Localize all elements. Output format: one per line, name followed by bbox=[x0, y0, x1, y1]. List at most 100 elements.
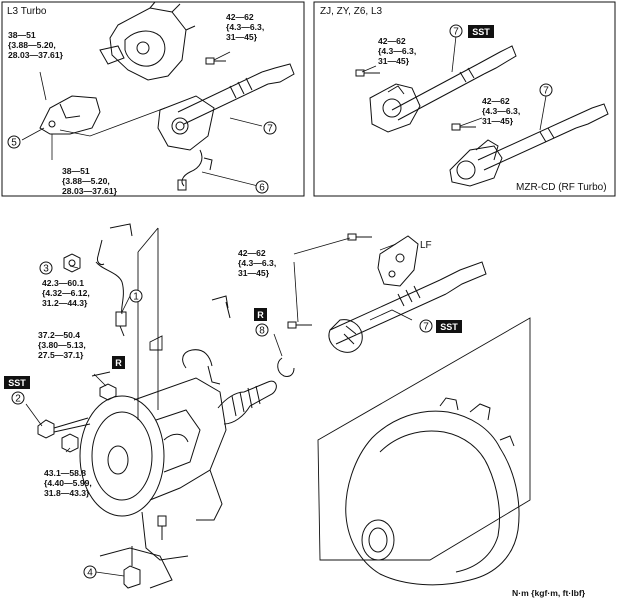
svg-text:R: R bbox=[115, 358, 122, 368]
svg-text:R: R bbox=[257, 310, 264, 320]
torque-zj-b: 42—62 {4.3—6.3, 31—45} bbox=[482, 96, 520, 126]
driveshaft-lf bbox=[328, 235, 487, 353]
tie-rod-2 bbox=[37, 417, 91, 439]
svg-text:SST: SST bbox=[8, 378, 26, 388]
nut-lower bbox=[61, 433, 79, 453]
hub-knuckle bbox=[79, 377, 227, 561]
upper-housing bbox=[99, 1, 196, 81]
svg-text:31—45}: 31—45} bbox=[226, 32, 258, 42]
svg-text:SST: SST bbox=[472, 27, 490, 37]
support-bracket bbox=[39, 95, 101, 135]
svg-text:37.2—50.4: 37.2—50.4 bbox=[38, 330, 80, 340]
svg-text:38—51: 38—51 bbox=[62, 166, 90, 176]
torque-main-item3: 42.3—60.1 {4.32—6.12, 31.2—44.3} bbox=[42, 278, 90, 308]
replace-badge-nut: R bbox=[112, 356, 125, 369]
units-label: N·m {kgf·m, ft·lbf} bbox=[512, 588, 586, 598]
harness-6 bbox=[177, 149, 213, 191]
svg-text:5: 5 bbox=[11, 138, 17, 149]
callout-1: 1 bbox=[129, 289, 143, 303]
svg-text:{3.88—5.20,: {3.88—5.20, bbox=[8, 40, 56, 50]
castle-nut bbox=[91, 371, 117, 401]
panel-l3-turbo: L3 Turbo bbox=[1, 1, 305, 197]
sst-badge-zj: SST bbox=[468, 25, 494, 38]
nut-3 bbox=[63, 253, 81, 273]
svg-text:{4.40—5.99,: {4.40—5.99, bbox=[44, 478, 92, 488]
callout-3: 3 bbox=[39, 261, 53, 275]
svg-text:28.03—37.61}: 28.03—37.61} bbox=[8, 50, 64, 60]
bolt-lower-center bbox=[157, 515, 167, 540]
callout-8: 8 bbox=[255, 323, 269, 337]
svg-text:42—62: 42—62 bbox=[378, 36, 406, 46]
callout-7-main: 7 bbox=[419, 319, 433, 333]
svg-text:7: 7 bbox=[453, 27, 459, 38]
svg-text:31—45}: 31—45} bbox=[378, 56, 410, 66]
svg-text:7: 7 bbox=[267, 124, 273, 135]
sst-badge-main: SST bbox=[436, 320, 462, 333]
cv-boot bbox=[217, 380, 277, 425]
strut-outline bbox=[137, 227, 163, 420]
svg-text:2: 2 bbox=[15, 394, 21, 405]
svg-text:7: 7 bbox=[423, 322, 429, 333]
callout-7-l3: 7 bbox=[263, 121, 277, 135]
svg-text:SST: SST bbox=[440, 322, 458, 332]
abs-harness-1 bbox=[95, 223, 133, 337]
callout-7-zj-lower: 7 bbox=[539, 83, 553, 97]
svg-text:6: 6 bbox=[259, 183, 265, 194]
replace-badge-top: R bbox=[254, 308, 267, 321]
svg-text:42.3—60.1: 42.3—60.1 bbox=[42, 278, 84, 288]
callout-4: 4 bbox=[83, 565, 97, 579]
svg-text:31—45}: 31—45} bbox=[482, 116, 514, 126]
bolt-zj-lower bbox=[451, 123, 476, 131]
panel-zj-group: ZJ, ZY, Z6, L3 bbox=[313, 1, 616, 197]
circlip-8 bbox=[277, 357, 295, 377]
brake-hose bbox=[182, 295, 231, 385]
shaft-lower bbox=[449, 103, 609, 187]
svg-text:31.2—44.3}: 31.2—44.3} bbox=[42, 298, 88, 308]
svg-text:1: 1 bbox=[133, 292, 139, 303]
panel-title: L3 Turbo bbox=[7, 6, 47, 17]
callout-5: 5 bbox=[7, 135, 21, 149]
callout-2: 2 bbox=[11, 391, 25, 405]
shaft-upper bbox=[369, 45, 517, 133]
caption-mzr-cd: MZR-CD (RF Turbo) bbox=[516, 182, 607, 193]
torque-main-nut: 37.2—50.4 {3.80—5.13, 27.5—37.1} bbox=[38, 330, 86, 360]
svg-text:{3.80—5.13,: {3.80—5.13, bbox=[38, 340, 86, 350]
bolt-lf-bottom bbox=[287, 321, 312, 329]
svg-text:{4.32—6.12,: {4.32—6.12, bbox=[42, 288, 90, 298]
torque-l3-mid: 42—62 {4.3—6.3, 31—45} bbox=[226, 12, 264, 42]
joint-housing bbox=[157, 95, 215, 151]
svg-text:31—45}: 31—45} bbox=[238, 268, 270, 278]
torque-main-item2: 43.1—58.8 {4.40—5.99, 31.8—43.3} bbox=[44, 468, 92, 498]
transaxle-case bbox=[317, 317, 531, 586]
svg-text:28.03—37.61}: 28.03—37.61} bbox=[62, 186, 118, 196]
bolt-zj-upper bbox=[355, 69, 380, 77]
svg-text:38—51: 38—51 bbox=[8, 30, 36, 40]
svg-text:{3.88—5.20,: {3.88—5.20, bbox=[62, 176, 110, 186]
svg-text:{4.3—6.3,: {4.3—6.3, bbox=[238, 258, 276, 268]
svg-text:43.1—58.8: 43.1—58.8 bbox=[44, 468, 86, 478]
lf-label: LF bbox=[420, 240, 432, 251]
torque-zj-a: 42—62 {4.3—6.3, 31—45} bbox=[378, 36, 416, 66]
svg-text:31.8—43.3}: 31.8—43.3} bbox=[44, 488, 90, 498]
svg-text:42—62: 42—62 bbox=[226, 12, 254, 22]
sst-badge-left: SST bbox=[4, 376, 30, 389]
torque-l3-bottom: 38—51 {3.88—5.20, 28.03—37.61} bbox=[62, 166, 118, 196]
torque-l3-left: 38—51 {3.88—5.20, 28.03—37.61} bbox=[8, 30, 64, 60]
svg-text:3: 3 bbox=[43, 264, 49, 275]
svg-text:{4.3—6.3,: {4.3—6.3, bbox=[482, 106, 520, 116]
panel-title: ZJ, ZY, Z6, L3 bbox=[320, 6, 382, 17]
svg-text:{4.3—6.3,: {4.3—6.3, bbox=[378, 46, 416, 56]
leaders-zj bbox=[361, 35, 547, 131]
ball-joint-4 bbox=[99, 546, 173, 589]
bolt-lf-top bbox=[347, 233, 372, 241]
callout-6: 6 bbox=[255, 180, 269, 194]
leaders-l3 bbox=[21, 51, 263, 187]
svg-text:42—62: 42—62 bbox=[238, 248, 266, 258]
svg-text:4: 4 bbox=[87, 568, 93, 579]
svg-text:42—62: 42—62 bbox=[482, 96, 510, 106]
svg-text:7: 7 bbox=[543, 86, 549, 97]
svg-text:27.5—37.1}: 27.5—37.1} bbox=[38, 350, 84, 360]
bolt-top bbox=[205, 57, 226, 65]
svg-text:{4.3—6.3,: {4.3—6.3, bbox=[226, 22, 264, 32]
